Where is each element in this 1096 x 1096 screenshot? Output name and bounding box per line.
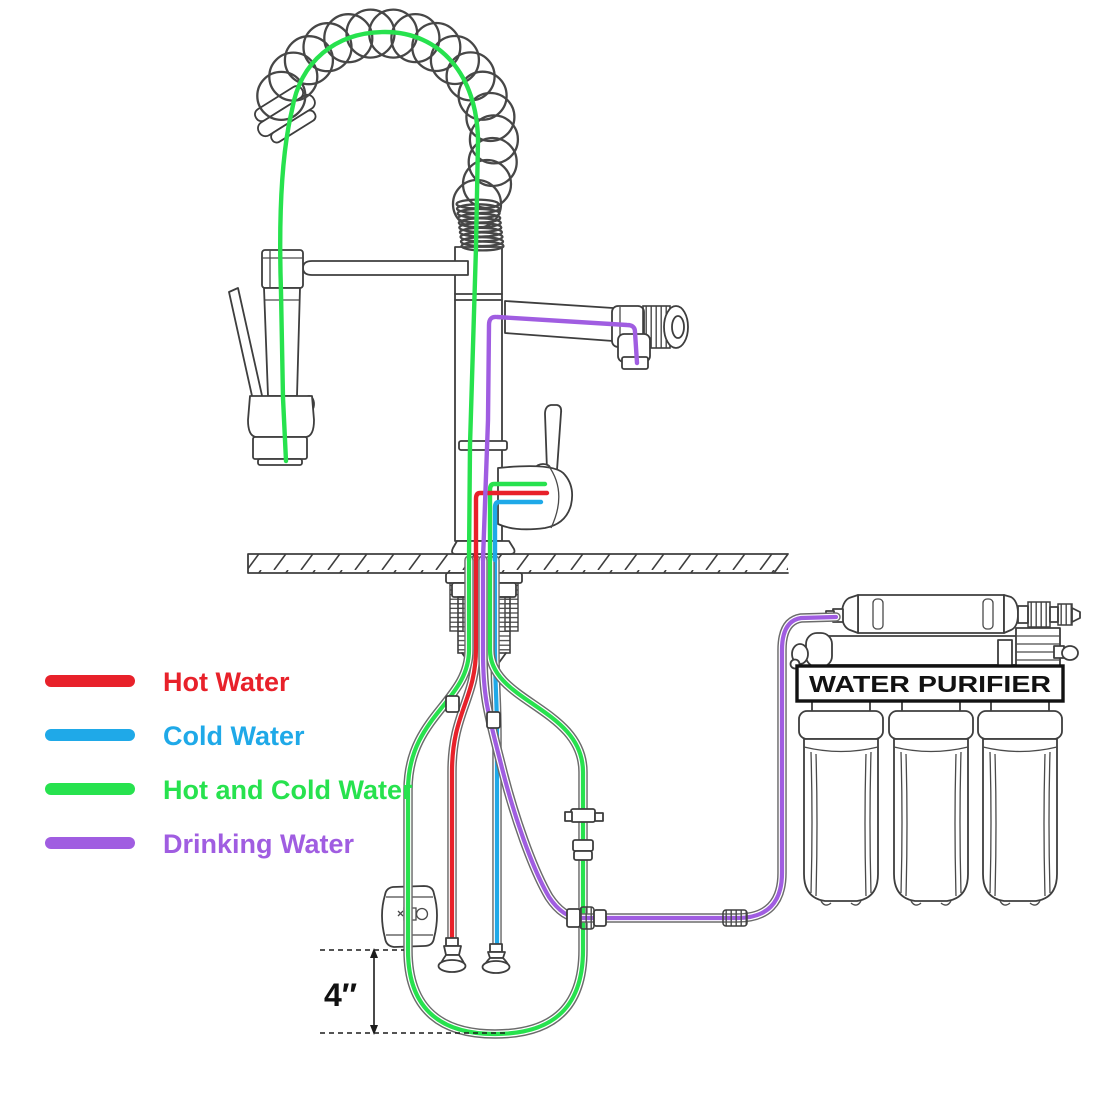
- membrane-body: [857, 594, 1005, 634]
- filter-canister-3: [977, 696, 1063, 906]
- legend-item-drinking: Drinking Water: [45, 829, 355, 859]
- drinking-collar: [722, 909, 748, 927]
- bracket-ribs: [1016, 635, 1060, 661]
- drinking-union-mid: [579, 906, 595, 930]
- faucet-column: [454, 246, 503, 542]
- quick-connect-tab-left: [564, 811, 573, 822]
- countertop-hatch: [248, 554, 788, 573]
- check-valve-knurl: [1027, 601, 1051, 628]
- legend: Hot Water Cold Water Hot and Cold Water …: [45, 667, 413, 859]
- mixed-line-valve: [487, 481, 548, 563]
- membrane-housing: [825, 594, 1081, 634]
- spray-head: [228, 249, 315, 466]
- pot-filler-spout: [504, 300, 689, 370]
- legend-item-cold: Cold Water: [45, 721, 305, 751]
- second-stage-housing: [789, 627, 1079, 670]
- faucet: [228, 85, 689, 555]
- valve-body: [497, 404, 574, 531]
- mount-bracket: [1015, 627, 1061, 669]
- legend-label-hot: Hot Water: [163, 667, 290, 697]
- valve-collar: [1049, 606, 1059, 623]
- drinking-union-left: [566, 908, 581, 928]
- knob-face-ring: [671, 315, 685, 339]
- housing-clamp: [997, 639, 1013, 667]
- measurement-label: 4″: [324, 977, 357, 1013]
- valve-knurl-2: [1057, 603, 1073, 626]
- cold-stem: [489, 943, 503, 953]
- valve-cylinder: [497, 465, 574, 531]
- mixed-line-spray-path: [278, 29, 481, 563]
- water-purifier: WATER PURIFIER: [789, 594, 1081, 906]
- supply-connector-cold: [481, 943, 511, 974]
- tube-fittings: [437, 695, 748, 974]
- legend-label-drinking: Drinking Water: [163, 829, 355, 859]
- purifier-label: WATER PURIFIER: [809, 671, 1051, 697]
- coil-cap: [254, 85, 317, 144]
- valve-handle: [544, 404, 563, 471]
- hot-line-valve: [473, 490, 550, 563]
- weight-button: [415, 907, 429, 921]
- spray-face: [252, 436, 308, 460]
- membrane-slot-1: [872, 598, 884, 630]
- quick-connect-lower2: [573, 850, 593, 861]
- quick-connect-lower: [572, 839, 594, 852]
- legend-swatch-drinking: [45, 837, 135, 849]
- membrane-left-cap: [841, 594, 859, 634]
- quick-connect-tab-right: [594, 812, 604, 822]
- legend-item-hot: Hot Water: [45, 667, 290, 697]
- drinking-union-right: [593, 909, 607, 927]
- filter-canister-2: [888, 696, 974, 906]
- legend-label-mixed: Hot and Cold Water: [163, 775, 413, 805]
- spray-holder-arm: [302, 260, 469, 276]
- arrow-up: [370, 948, 378, 958]
- drinking-line-spout: [480, 314, 640, 563]
- quick-connect-upper: [570, 808, 596, 823]
- column-collar: [454, 293, 503, 301]
- weight-x-mark: [397, 910, 404, 917]
- cold-bell: [481, 960, 511, 974]
- hot-core: [449, 553, 479, 947]
- canister-collar: [798, 710, 884, 740]
- valve-cap-line: [547, 464, 560, 529]
- hot-water-line: [447, 553, 481, 949]
- canister-body: [893, 738, 969, 902]
- supply-connector-hot: [437, 937, 467, 973]
- filter-canister-1: [798, 696, 884, 906]
- membrane-slot-2: [982, 598, 994, 630]
- legend-swatch-mixed: [45, 783, 135, 795]
- mixed-water-loop: [403, 553, 588, 1039]
- supply-tubes: [403, 553, 841, 1039]
- second-stage-left-cap: [805, 632, 833, 668]
- crimp-fitting-drinking: [486, 711, 501, 729]
- valve-tip: [1071, 607, 1081, 623]
- outlet-stub: [1017, 605, 1029, 624]
- canister-body: [803, 738, 879, 902]
- legend-swatch-hot: [45, 675, 135, 687]
- spring-coil: [256, 8, 520, 230]
- hot-stem: [445, 937, 459, 947]
- legend-swatch-cold: [45, 729, 135, 741]
- spray-rim: [257, 458, 303, 466]
- measurement-4in: 4″: [320, 948, 505, 1035]
- drinking-water-line: [478, 553, 841, 923]
- bracket-knob: [1061, 645, 1079, 661]
- arrow-down: [370, 1025, 378, 1035]
- countertop: [247, 553, 789, 574]
- crimp-fitting-hot: [445, 695, 460, 713]
- canister-collar: [888, 710, 974, 740]
- canister-body: [982, 738, 1058, 902]
- legend-item-mixed: Hot and Cold Water: [45, 775, 413, 805]
- legend-label-cold: Cold Water: [163, 721, 305, 751]
- hot-nut: [443, 945, 462, 956]
- drinking-core: [480, 553, 839, 921]
- canister-collar: [977, 710, 1063, 740]
- column-joint: [458, 440, 508, 451]
- banner-frame: [795, 664, 1065, 703]
- mixed-core: [405, 553, 586, 1037]
- cold-line-valve: [492, 499, 544, 563]
- purifier-banner: WATER PURIFIER: [795, 664, 1065, 703]
- faucet-internal-lines: [278, 29, 640, 563]
- hot-bell: [437, 959, 467, 973]
